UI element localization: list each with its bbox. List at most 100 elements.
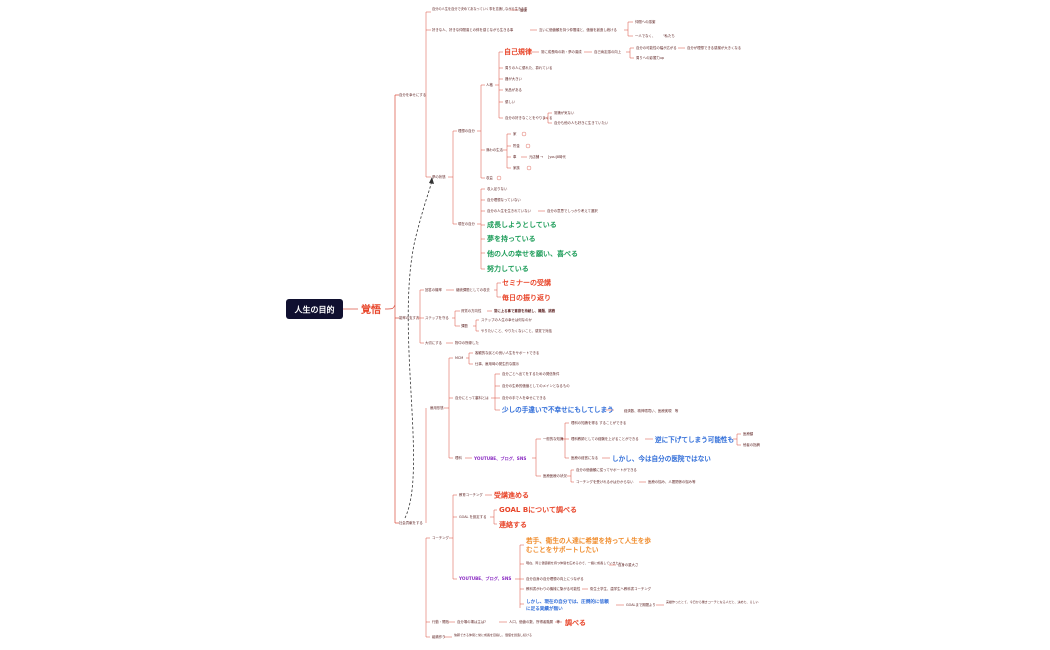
- node-p2[interactable]: 器が大きい: [505, 76, 523, 81]
- node-b2b[interactable]: ステップを守る: [425, 315, 449, 320]
- node-action[interactable]: 行動・開拓: [432, 619, 450, 624]
- node-b3a3c[interactable]: 医療医療の状況: [543, 473, 567, 478]
- node-b2c1[interactable]: 物中の所縁した: [455, 340, 479, 345]
- node-b4a3b1[interactable]: 自身の重大さ: [618, 562, 638, 567]
- node-seminar[interactable]: セミナーの受講: [502, 278, 551, 287]
- node-env-car-b[interactable]: [you]8時代: [548, 154, 566, 159]
- node-mcm-a[interactable]: 客観的な民との良い人生をサポートできる: [475, 350, 539, 355]
- node-contact[interactable]: 連絡する: [499, 520, 527, 529]
- node-goal-set[interactable]: GOAL を設定する: [459, 514, 486, 519]
- node-p3[interactable]: 気品がある: [505, 87, 522, 92]
- node-b3a3a[interactable]: YOUTUBE、ブログ、SNS: [473, 455, 526, 462]
- node-b3a2b[interactable]: 自分の生命的価値としてのメインとなるもの: [502, 383, 570, 388]
- node-b4a3e1[interactable]: GOALまで期間より: [626, 602, 656, 607]
- node-b1b1[interactable]: 互いに価値観を持つ仲間達と、価値を創造し続ける: [539, 27, 617, 32]
- main-topic[interactable]: 覚悟: [361, 303, 381, 316]
- node-b2b1[interactable]: 資質の方向性: [461, 308, 482, 313]
- node-b3a3b3a[interactable]: しかし、今は自分の医院ではない: [612, 454, 711, 463]
- plus-icon[interactable]: [496, 175, 502, 181]
- node-b3a3c2[interactable]: コーチングを受けれるかは分からない: [576, 479, 634, 484]
- node-b1b1a[interactable]: 仲間への感謝: [635, 19, 656, 24]
- node-now3a[interactable]: 自分の意思でしっかり考えて選択: [547, 208, 598, 213]
- node-jiko2[interactable]: 自己肯定感の向上: [594, 49, 622, 54]
- node-b2b2a[interactable]: ステップの人生の幸せは何なのか: [481, 317, 532, 322]
- node-ideal-self[interactable]: 理想の自分: [458, 128, 476, 133]
- node-b2b1a[interactable]: 常に上る事で意欲を持続し、難題、挑戦: [494, 308, 556, 313]
- node-b4a3b[interactable]: 現在、同じ価値観を持つ仲間を広めるので、一緒に成長していきたい: [526, 560, 622, 565]
- node-attend[interactable]: 受講進める: [494, 491, 529, 500]
- node-branch-4[interactable]: 社会貢献をする: [399, 520, 423, 525]
- node-b3a3b2a[interactable]: 逆に下げてしまう可能性も: [655, 435, 734, 444]
- node-env-car-a[interactable]: 元店舗 →: [529, 154, 543, 159]
- node-self-discipline[interactable]: 自己規律: [504, 47, 532, 56]
- node-b2b2[interactable]: 課題: [461, 323, 468, 328]
- node-personality[interactable]: 人格: [486, 82, 493, 87]
- node-env-savings[interactable]: 貯金: [513, 143, 520, 148]
- node-b4a3e-1[interactable]: しかし、現在の自分では、圧倒的に信頼: [526, 598, 609, 605]
- node-b3a3[interactable]: 理科: [455, 455, 462, 460]
- node-p4[interactable]: 優しい: [505, 99, 516, 104]
- node-environment[interactable]: 満わの生活: [486, 147, 504, 152]
- node-b3a3b2[interactable]: 理科教師としての経験を上げることができる: [571, 436, 639, 441]
- node-env-house[interactable]: 家: [513, 131, 517, 136]
- node-b3a3b2a1[interactable]: 医療額: [743, 431, 754, 436]
- node-p1[interactable]: 周りの人に優れた、慕れている: [505, 65, 552, 70]
- node-organization[interactable]: 組織作り: [432, 634, 446, 639]
- node-b3a2d[interactable]: 少しの手違いで不幸せにもしてしまう: [501, 405, 614, 414]
- node-b1b[interactable]: 好きな人、好きな仲間達との絆を感じながら生きる事: [432, 27, 514, 32]
- node-b4a3d1[interactable]: 衛生士学生、歯学生へ教科書コーチング: [590, 586, 652, 591]
- node-b4a3a-1[interactable]: 若手、衛生の人達に希望を持って人生を歩: [526, 536, 651, 545]
- node-b4c1[interactable]: 信頼できる仲間と常に成長を目指し、価値を創造し続ける: [454, 632, 532, 637]
- node-b3a2d1[interactable]: 経済数、精神環境い、医療実現 等: [624, 408, 679, 413]
- node-coaching[interactable]: コーチング: [432, 535, 450, 540]
- node-b1a-1[interactable]: 自分の人生を自分で決めてあなっていく事を意識しながら生きる事: [432, 6, 528, 11]
- node-now3[interactable]: 自分の人生を生きれていない: [487, 208, 532, 213]
- node-mcm[interactable]: MCM: [455, 356, 463, 360]
- node-dream[interactable]: 夢を持っている: [487, 234, 536, 243]
- node-b3a2a[interactable]: 自分ごとへ出てをするための発信条件: [502, 371, 560, 376]
- node-b2a[interactable]: 回答の機率: [425, 287, 443, 292]
- node-b1a1[interactable]: 勉強: [520, 8, 527, 13]
- node-employment[interactable]: 雇用形態: [430, 405, 444, 410]
- plus-icon[interactable]: [525, 143, 531, 149]
- node-b2b2b[interactable]: やりたいこと、やりたくないこと、感覚で対話: [481, 328, 553, 333]
- node-p5a[interactable]: 常識が気ない: [554, 110, 575, 115]
- node-growth[interactable]: 成長しようとしている: [487, 220, 557, 229]
- node-edu-coaching[interactable]: 教育コーチング: [459, 492, 483, 497]
- node-others-happiness[interactable]: 他の人の幸せを願い、喜べる: [486, 249, 578, 258]
- node-dream-state[interactable]: 夢の状態: [432, 174, 446, 179]
- node-effort[interactable]: 努力している: [487, 264, 529, 273]
- node-now1[interactable]: 収入足りない: [487, 186, 508, 191]
- node-daily-review[interactable]: 毎日の振り返り: [502, 293, 551, 302]
- node-b1b1b[interactable]: 一人でなく、: [635, 33, 655, 38]
- node-mcm-b[interactable]: 仕事、雇用時の発生的な展示: [475, 361, 520, 366]
- node-b4a3a-2[interactable]: むことをサポートしたい: [526, 545, 599, 554]
- node-b3a3b1[interactable]: 理科の知識を得る することができる: [571, 420, 626, 425]
- node-b3a3c2a[interactable]: 医療の悩み、人間関係の悩み等: [648, 479, 696, 484]
- node-now2[interactable]: 自分理想なっていない: [487, 197, 521, 202]
- node-p5[interactable]: 自分の好きなことをやりまくる: [505, 115, 552, 120]
- node-jiko1[interactable]: 常に成長時の新・夢の達成: [541, 49, 582, 54]
- node-b4a3d[interactable]: 教科書がわりの機械に繋がる可能性: [526, 586, 581, 591]
- node-b4a3c[interactable]: 自分自身の自分理想の向上につながる: [526, 576, 584, 581]
- node-jiko2a[interactable]: 自分の可能性の幅が広がる: [636, 45, 677, 50]
- node-branch-1[interactable]: 自分を幸せにする: [399, 92, 426, 97]
- node-jiko2b[interactable]: 周りへの影響力up: [636, 55, 664, 60]
- node-b3a3b2a2[interactable]: 他者の指摘: [743, 442, 761, 447]
- node-b4b1[interactable]: 自分場の場は主は?: [457, 619, 486, 624]
- node-research[interactable]: 調べる: [565, 618, 586, 627]
- plus-icon[interactable]: [521, 131, 527, 137]
- node-b3a2c[interactable]: 自分の手で人を幸せにできる: [502, 395, 546, 400]
- node-b3a2[interactable]: 自分にとって裏料とは: [455, 395, 489, 400]
- node-goal-b[interactable]: GOAL Bについて調べる: [499, 505, 577, 514]
- node-income[interactable]: 収益: [486, 175, 493, 180]
- node-b3a3c1[interactable]: 自分の価値観に従ってサポートができる: [576, 467, 637, 472]
- node-env-family[interactable]: 家族: [513, 165, 520, 170]
- node-p5b[interactable]: 自分も他の人も好きに生きていたい: [554, 120, 609, 125]
- node-b4a3e1a[interactable]: 実績作ったとて、今日から働きコーチとなる人だと、決めた、らしい: [666, 599, 759, 604]
- node-b4b1a[interactable]: 人口、価値の数、所得者階層 等: [509, 619, 560, 624]
- node-b3a3b3[interactable]: 医療の経営になる: [571, 455, 598, 460]
- root-node[interactable]: 人生の目的: [286, 299, 343, 319]
- node-env-car[interactable]: 車: [513, 154, 517, 159]
- node-jiko2a1[interactable]: 自分が理想できる感謝が大きくなる: [687, 45, 741, 50]
